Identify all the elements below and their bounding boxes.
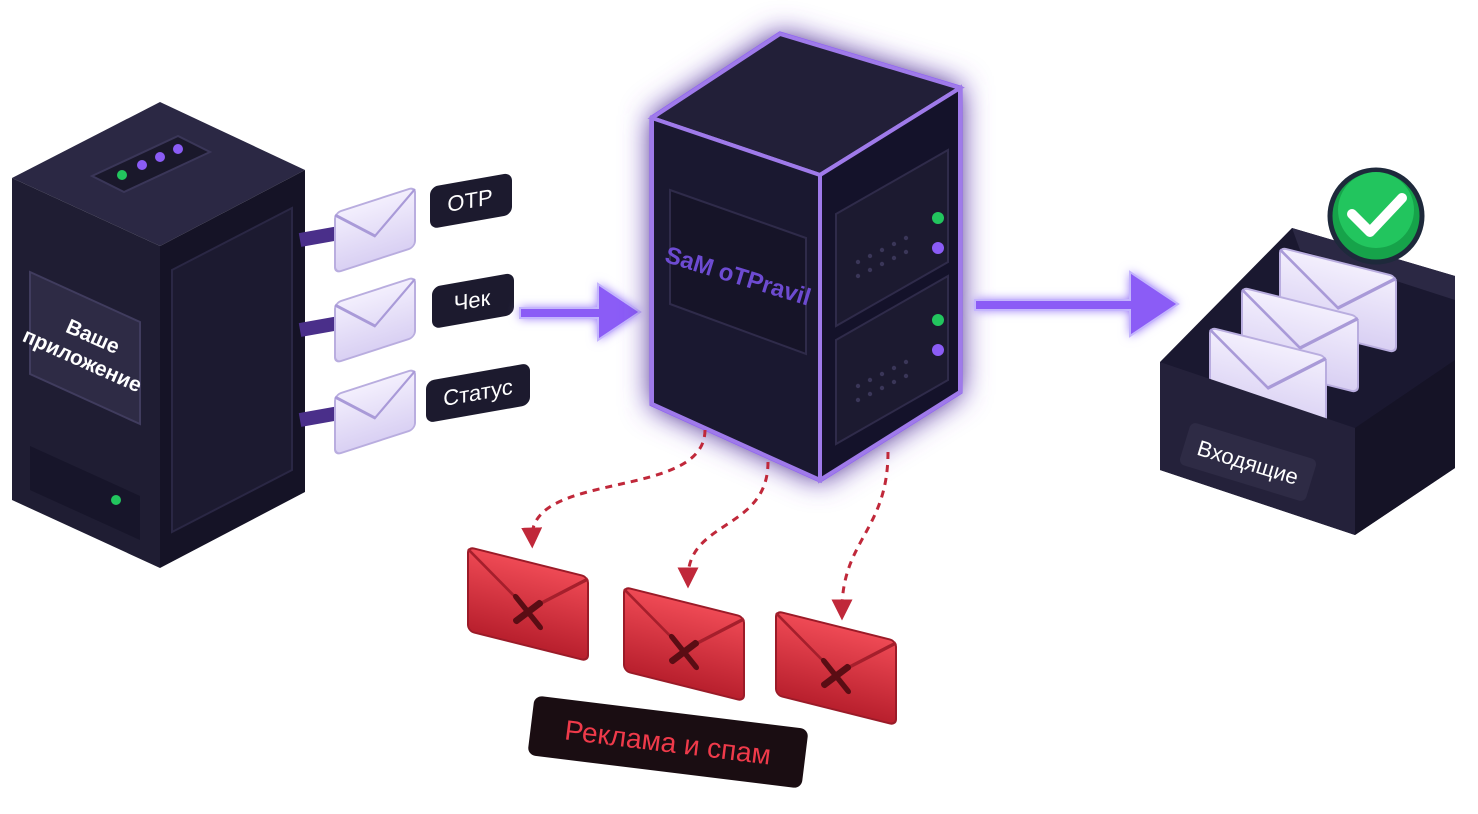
bay-1-led-purple — [932, 242, 944, 254]
bay-2-led-green — [932, 314, 944, 326]
spam-arrow-2 — [677, 461, 770, 589]
rejected-envelope-1 — [467, 547, 589, 661]
rejected-envelope-2 — [623, 587, 745, 701]
spam-label-wrap: Реклама и спам — [528, 696, 808, 788]
envelope-status — [334, 369, 416, 455]
reject-x-icon — [669, 633, 699, 671]
status-led-purple-3 — [173, 144, 183, 154]
status-led-green — [117, 170, 127, 180]
check-icon — [1327, 167, 1425, 265]
bay-vent-dots — [855, 235, 909, 403]
app-server: Ваше приложение — [12, 102, 305, 568]
tag-status: Статус — [426, 364, 530, 422]
app-side-panel — [171, 206, 293, 534]
bay-1-led-green — [932, 212, 944, 224]
status-led-purple-1 — [137, 160, 147, 170]
tag-receipt: Чек — [432, 273, 514, 328]
arrow-to-server — [519, 282, 642, 342]
outgoing-messages: OTP Чек Статус — [298, 173, 530, 455]
spam-arrow-1 — [521, 429, 707, 549]
rejected-envelopes — [467, 547, 897, 725]
app-label-plate — [29, 270, 141, 426]
drive-bay-1 — [835, 148, 949, 328]
arrow-to-inbox — [974, 270, 1180, 338]
envelope-receipt — [334, 277, 416, 363]
bay-2-led-purple — [932, 344, 944, 356]
spam-arrows — [521, 429, 890, 621]
app-vent-panel — [30, 446, 140, 540]
inbox-tray: Входящие — [1160, 167, 1455, 535]
tag-otp: OTP — [430, 173, 512, 228]
reject-x-icon — [513, 593, 543, 631]
rejected-envelope-3 — [775, 611, 897, 725]
drive-bay-2 — [835, 274, 949, 446]
filter-server: SaM oTPravil — [647, 31, 965, 484]
status-led-purple-2 — [155, 152, 165, 162]
inbox-side — [1355, 360, 1455, 535]
filter-front-panel — [669, 188, 807, 356]
app-power-led — [111, 495, 121, 505]
reject-x-icon — [821, 657, 851, 695]
spam-arrow-3 — [831, 451, 890, 621]
envelope-otp — [334, 187, 416, 273]
